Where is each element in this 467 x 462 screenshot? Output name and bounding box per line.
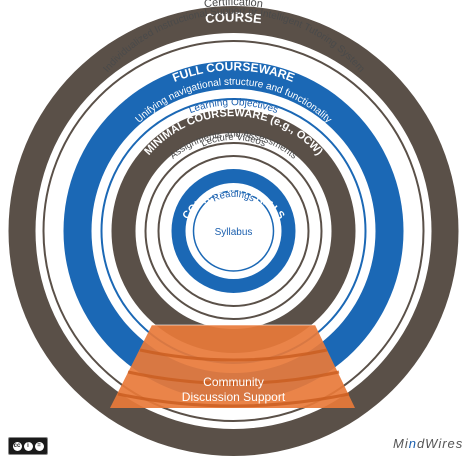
- by-badge: i: [23, 441, 33, 451]
- ring-stack: [8, 6, 459, 456]
- syllabus-label: Syllabus: [215, 227, 253, 238]
- community-line1: Community: [203, 375, 264, 389]
- course-inner-line: [42, 40, 425, 422]
- community-wedge: [110, 324, 355, 408]
- community-wedge-shape: [110, 325, 355, 408]
- syllabus-ring: [192, 190, 275, 272]
- minimal-courseware-inner-line: [144, 142, 323, 320]
- course-title: COURSE: [204, 9, 263, 26]
- community-line2: Discussion Support: [182, 390, 286, 404]
- creative-commons-icon: cc i =: [8, 437, 48, 455]
- mindwires-logo: MindWires: [393, 436, 464, 451]
- cc-badge: cc: [12, 441, 22, 451]
- minimal-courseware-inner-line-2: [157, 155, 310, 307]
- course-materials-inner-white: [185, 183, 282, 279]
- course-sub-certification: Certification: [203, 0, 263, 10]
- sa-badge: =: [34, 441, 44, 451]
